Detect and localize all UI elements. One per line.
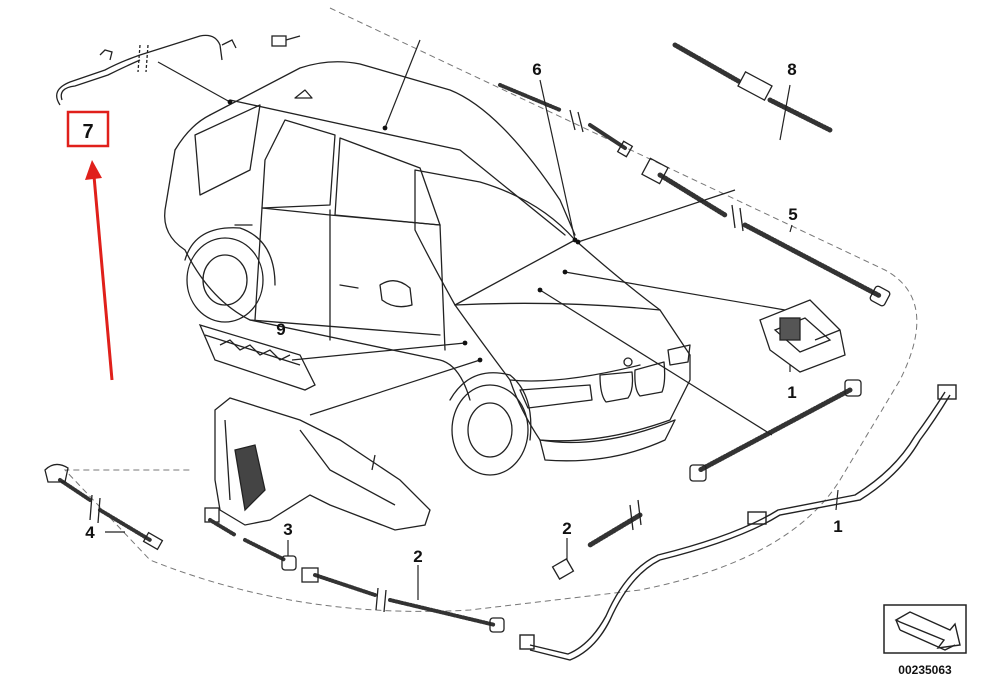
- part-right-hose: [587, 387, 853, 548]
- part-1-bracket: [759, 299, 846, 373]
- part-3-hose: [208, 518, 287, 562]
- callout-5: 5: [788, 205, 797, 224]
- callout-3: 3: [283, 520, 292, 539]
- part-8-hose: [672, 42, 833, 133]
- callout-4: 4: [85, 523, 95, 542]
- vehicle-illustration: [164, 61, 691, 476]
- part-1-cable: [519, 384, 957, 661]
- part-5-hose: [657, 172, 883, 299]
- highlight-arrow-head: [85, 160, 102, 180]
- washer-tank: [204, 397, 431, 531]
- callout-1-upper: 1: [787, 383, 796, 402]
- group-boundary: [63, 7, 918, 612]
- callout-1-lower: 1: [833, 517, 842, 536]
- part-6-hose: [498, 83, 627, 150]
- highlight-box: [66, 110, 110, 148]
- callout-7: 7: [82, 121, 93, 143]
- part-9-bracket: [198, 323, 316, 391]
- reference-number: 00235063: [898, 663, 952, 677]
- leader-dots: [227, 99, 581, 363]
- part-2-left-hose: [313, 573, 497, 627]
- part-4-hose: [58, 478, 152, 542]
- highlight-arrow-shaft: [92, 175, 114, 381]
- hose-connector: [271, 35, 301, 47]
- part-7-rear-hose: [56, 34, 237, 106]
- callout-8: 8: [787, 60, 796, 79]
- callout-9: 9: [276, 320, 285, 339]
- callout-2-left: 2: [413, 547, 422, 566]
- callout-6: 6: [532, 60, 541, 79]
- leader-lines: [105, 39, 839, 600]
- nav-arrow-icon: [883, 604, 967, 654]
- highlight-part-7: 7: [66, 110, 114, 381]
- callout-2-right: 2: [562, 519, 571, 538]
